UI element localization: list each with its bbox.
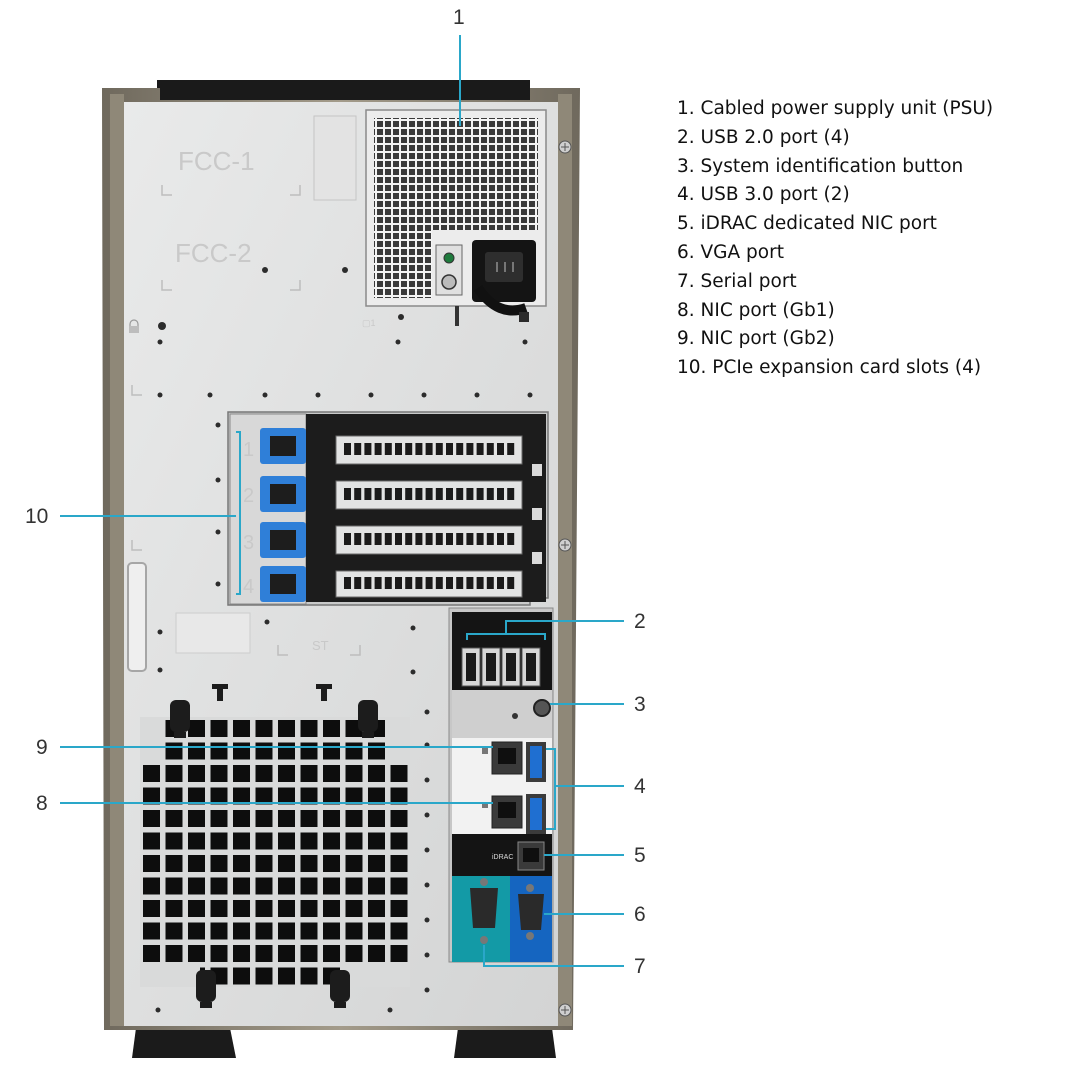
- legend-item-10: 10. PCIe expansion card slots (4): [677, 357, 982, 379]
- callout-number-2: 2: [634, 610, 646, 633]
- callout-leader-7: [483, 945, 624, 967]
- slot-number-1: 1: [243, 439, 254, 461]
- legend-item-8: 8. NIC port (Gb1): [677, 299, 835, 321]
- callout-number-10: 10: [25, 505, 48, 528]
- callout-leaders: [60, 35, 624, 967]
- idrac-port: iDRAC: [492, 841, 545, 871]
- callout-number-5: 5: [634, 844, 646, 867]
- thumbscrews: [170, 684, 378, 1008]
- callout-legend: 1. Cabled power supply unit (PSU) 2. USB…: [677, 95, 993, 383]
- serial-port: [470, 878, 498, 944]
- frame-screws: [558, 140, 572, 1017]
- top-handle: [157, 80, 530, 102]
- chassis-feet: [132, 1028, 556, 1058]
- pcie-slot-numbers: 1 2 3 4: [243, 439, 254, 598]
- vent-grille: [140, 717, 410, 987]
- psu-id-label: ▢1: [362, 318, 376, 328]
- callout-leader-4: [546, 748, 624, 830]
- legend-item-6: 6. VGA port: [677, 241, 784, 263]
- legend-item-2: 2. USB 2.0 port (4): [677, 126, 850, 148]
- fcc2-label: FCC-2: [175, 238, 252, 268]
- callout-number-8: 8: [36, 792, 48, 815]
- nic-port-gb1: [482, 795, 523, 829]
- callout-number-3: 3: [634, 693, 646, 716]
- panel-silkscreen: FCC-1 FCC-2 ST ▢1: [161, 115, 376, 656]
- callout-number-9: 9: [36, 736, 48, 759]
- slot-number-4: 4: [243, 576, 254, 598]
- legend-item-3: 3. System identification button: [677, 155, 964, 177]
- vga-port: [518, 884, 544, 940]
- usb2-ports: [461, 647, 541, 687]
- legend-item-5: 5. iDRAC dedicated NIC port: [677, 213, 937, 235]
- fcc1-label: FCC-1: [178, 146, 255, 176]
- usb3-ports: [526, 742, 546, 834]
- slot-number-2: 2: [243, 485, 254, 507]
- callout-leader-2: [466, 620, 624, 640]
- pcie-slot-covers: [335, 435, 542, 598]
- lock-slot-icon: [129, 319, 139, 333]
- psu: [365, 109, 547, 326]
- chassis-slot: [127, 562, 147, 672]
- legend-item-1: 1. Cabled power supply unit (PSU): [677, 98, 994, 119]
- callout-number-6: 6: [634, 903, 646, 926]
- legend-item-9: 9. NIC port (Gb2): [677, 328, 835, 350]
- callout-number-4: 4: [634, 775, 646, 798]
- callout-number-7: 7: [634, 955, 646, 978]
- slot-number-3: 3: [243, 532, 254, 554]
- idrac-label: iDRAC: [492, 854, 513, 861]
- nic-port-gb2: [482, 741, 523, 775]
- callout-number-1: 1: [453, 6, 465, 29]
- system-id-button[interactable]: [512, 699, 551, 719]
- legend-item-7: 7. Serial port: [677, 270, 797, 292]
- pcie-slot-latches: [260, 428, 306, 602]
- legend-item-4: 4. USB 3.0 port (2): [677, 184, 850, 206]
- callout-numbers: 1 2 3 4 5 6 7 8 9 10: [25, 6, 646, 978]
- st-label: ST: [312, 638, 329, 653]
